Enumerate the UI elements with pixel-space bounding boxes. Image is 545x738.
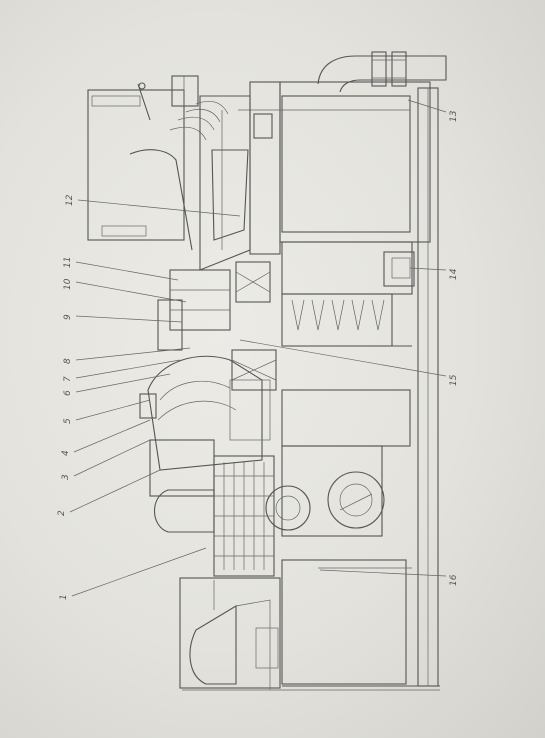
callout-8: 8	[63, 358, 73, 364]
callout-1: 1	[59, 594, 69, 600]
callout-9: 9	[63, 314, 73, 320]
callout-13: 13	[449, 110, 459, 122]
upper-housing	[238, 81, 431, 255]
callout-labels: 1 2 3 4 5 6 7 8 9 10 11 12 13 14 15 16	[57, 110, 459, 600]
leader-lines	[69, 99, 447, 597]
callout-4: 4	[61, 450, 71, 456]
callout-15: 15	[449, 374, 459, 386]
callout-16: 16	[449, 574, 459, 586]
air-intake-duct	[317, 51, 447, 93]
callout-6: 6	[63, 390, 73, 396]
callout-12: 12	[65, 194, 75, 206]
callout-2: 2	[57, 510, 67, 516]
callout-14: 14	[449, 268, 459, 280]
callout-7: 7	[63, 376, 73, 382]
callout-3: 3	[61, 474, 71, 480]
callout-5: 5	[63, 418, 73, 424]
exhaust-stack	[87, 75, 229, 251]
callout-11: 11	[63, 257, 73, 268]
turbine-section	[157, 95, 277, 391]
compressor-rotor	[213, 455, 412, 685]
callout-10: 10	[63, 278, 73, 290]
inlet-bellmouth	[179, 577, 281, 690]
base-frame	[182, 87, 440, 691]
cooler-fins	[281, 241, 415, 347]
accessory-drives	[154, 445, 385, 537]
